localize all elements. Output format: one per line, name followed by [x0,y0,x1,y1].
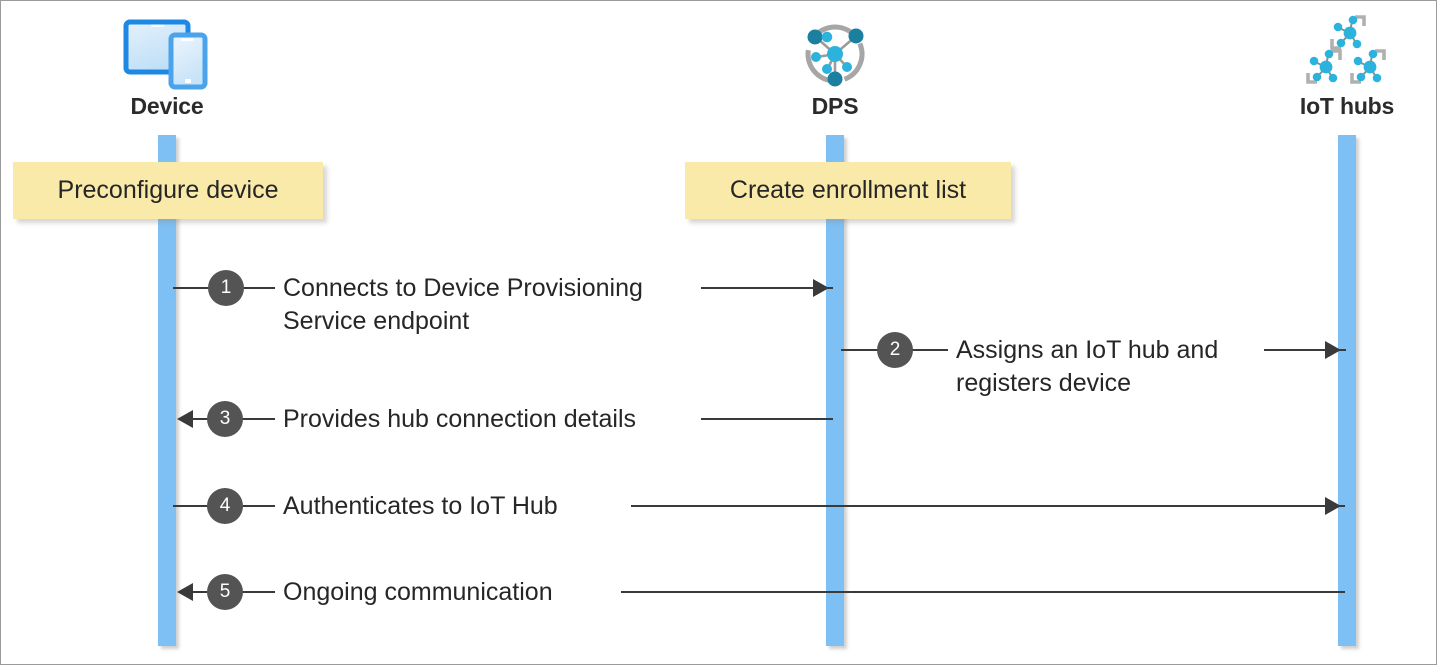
message-5-label: Ongoing communication [275,576,621,609]
actor-device: Device [57,15,277,120]
devices-tablet-phone-icon [57,15,277,93]
message-2-arrowhead [1325,341,1341,359]
message-1-number: 1 [220,277,232,298]
note-create-enrollment-list: Create enrollment list [685,162,1011,219]
note-preconfigure-device: Preconfigure device [13,162,323,219]
message-1-badge: 1 [208,270,244,306]
message-2-label: Assigns an IoT hub and registers device [948,334,1264,400]
message-5-line [193,591,1345,593]
message-1-label: Connects to Device Provisioning Service … [275,272,701,338]
lifeline-iot-hubs [1338,135,1356,646]
actor-dps: DPS [725,15,945,120]
iot-hubs-cluster-icon [1237,15,1436,93]
dps-network-ring-icon [725,15,945,93]
message-3-badge: 3 [207,401,243,437]
note-label: Create enrollment list [729,176,967,204]
message-3-label: Provides hub connection details [275,403,701,436]
actor-label-dps: DPS [811,93,859,119]
message-4-line [173,505,1345,507]
actor-iot-hubs: IoT hubs [1237,15,1436,120]
message-3-arrowhead [177,410,193,428]
message-4-label: Authenticates to IoT Hub [275,490,631,523]
message-5-number: 5 [219,581,231,602]
message-5-badge: 5 [207,574,243,610]
message-3-number: 3 [219,408,231,429]
actor-label-device: Device [130,93,204,119]
note-label: Preconfigure device [57,176,279,204]
message-1-arrowhead [813,279,829,297]
message-4-badge: 4 [207,488,243,524]
message-4-arrowhead [1325,497,1341,515]
message-5-arrowhead [177,583,193,601]
lifeline-device [158,135,176,646]
message-2-badge: 2 [877,332,913,368]
message-2-number: 2 [889,339,901,360]
message-4-number: 4 [219,495,231,516]
actor-label-iot-hubs: IoT hubs [1299,93,1395,119]
